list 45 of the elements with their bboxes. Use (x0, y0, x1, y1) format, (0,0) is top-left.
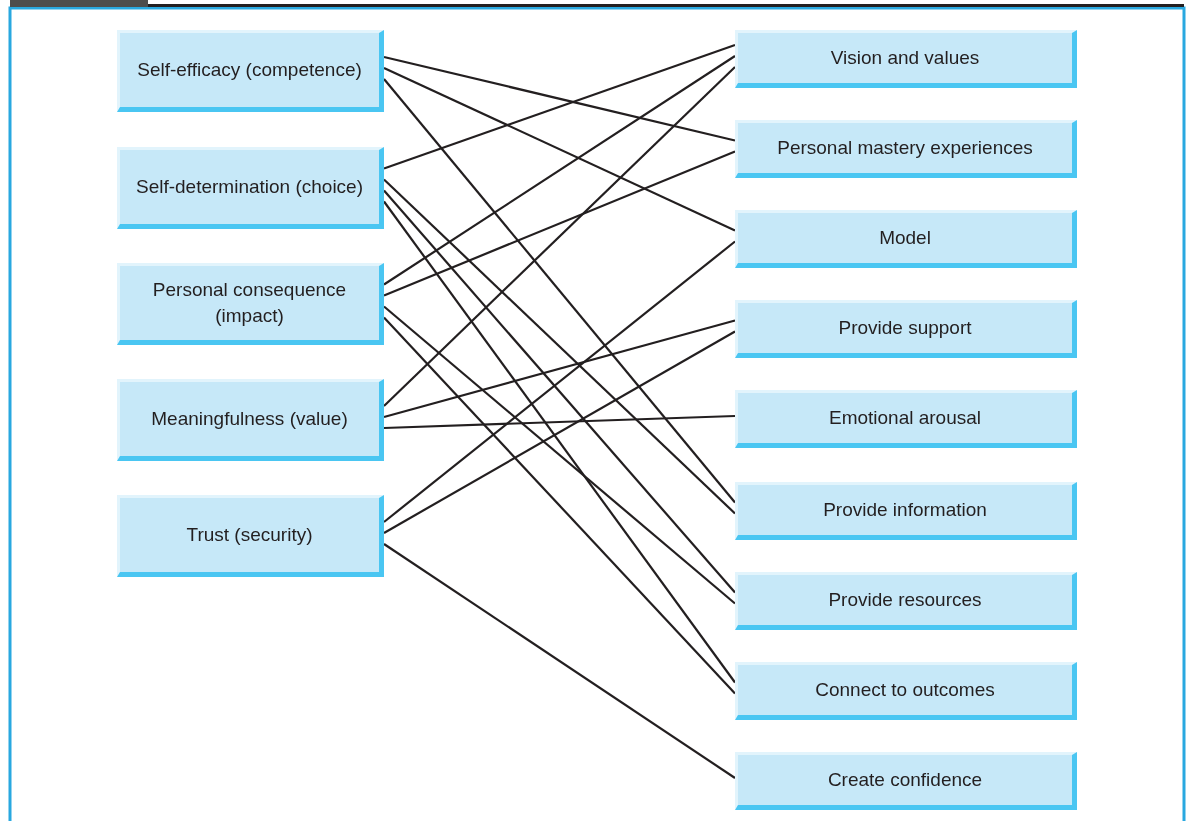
box-label: Connect to outcomes (814, 678, 996, 702)
factor-box (735, 662, 1077, 720)
factor-box (735, 210, 1077, 268)
factor-box (117, 495, 384, 577)
box-label: Personal consequence (impact) (151, 278, 348, 328)
box-label: Model (878, 226, 932, 250)
box-label: Create confidence (826, 768, 984, 792)
box-label: Provide information (822, 498, 988, 522)
connector-line (383, 200, 736, 684)
factor-box (117, 379, 384, 461)
connector-line (383, 543, 736, 779)
factor-box (735, 390, 1077, 448)
connector-line (383, 414, 736, 430)
factor-box (735, 752, 1077, 810)
box-label: Vision and values (829, 46, 981, 70)
box-label: Emotional arousal (827, 406, 983, 430)
factor-box (735, 120, 1077, 178)
factor-box (117, 263, 384, 345)
connector-line (383, 66, 736, 407)
connector-line (383, 189, 736, 594)
connector-line (383, 55, 736, 286)
factor-box (117, 30, 384, 112)
connector-line (383, 150, 736, 297)
connector-line (383, 305, 736, 605)
box-label: Self-efficacy (competence) (136, 58, 363, 82)
connector-line (383, 55, 736, 142)
box-label: Personal mastery experiences (776, 136, 1034, 160)
box-label: Provide resources (827, 588, 983, 612)
box-label: Meaningfulness (value) (150, 407, 349, 431)
box-label: Trust (security) (185, 523, 314, 547)
connector-line (383, 78, 736, 504)
connector-line (383, 240, 736, 523)
connector-line (383, 319, 736, 419)
connector-line (383, 316, 736, 695)
connector-line (383, 330, 736, 534)
connector-line (383, 67, 736, 232)
factor-box (735, 300, 1077, 358)
factor-box (735, 572, 1077, 630)
factor-box (117, 147, 384, 229)
box-label: Provide support (837, 316, 973, 340)
factor-box (735, 482, 1077, 540)
box-label: Self-determination (choice) (134, 175, 364, 199)
connector-line (383, 43, 736, 170)
factor-box (735, 30, 1077, 88)
connector-line (383, 178, 736, 515)
